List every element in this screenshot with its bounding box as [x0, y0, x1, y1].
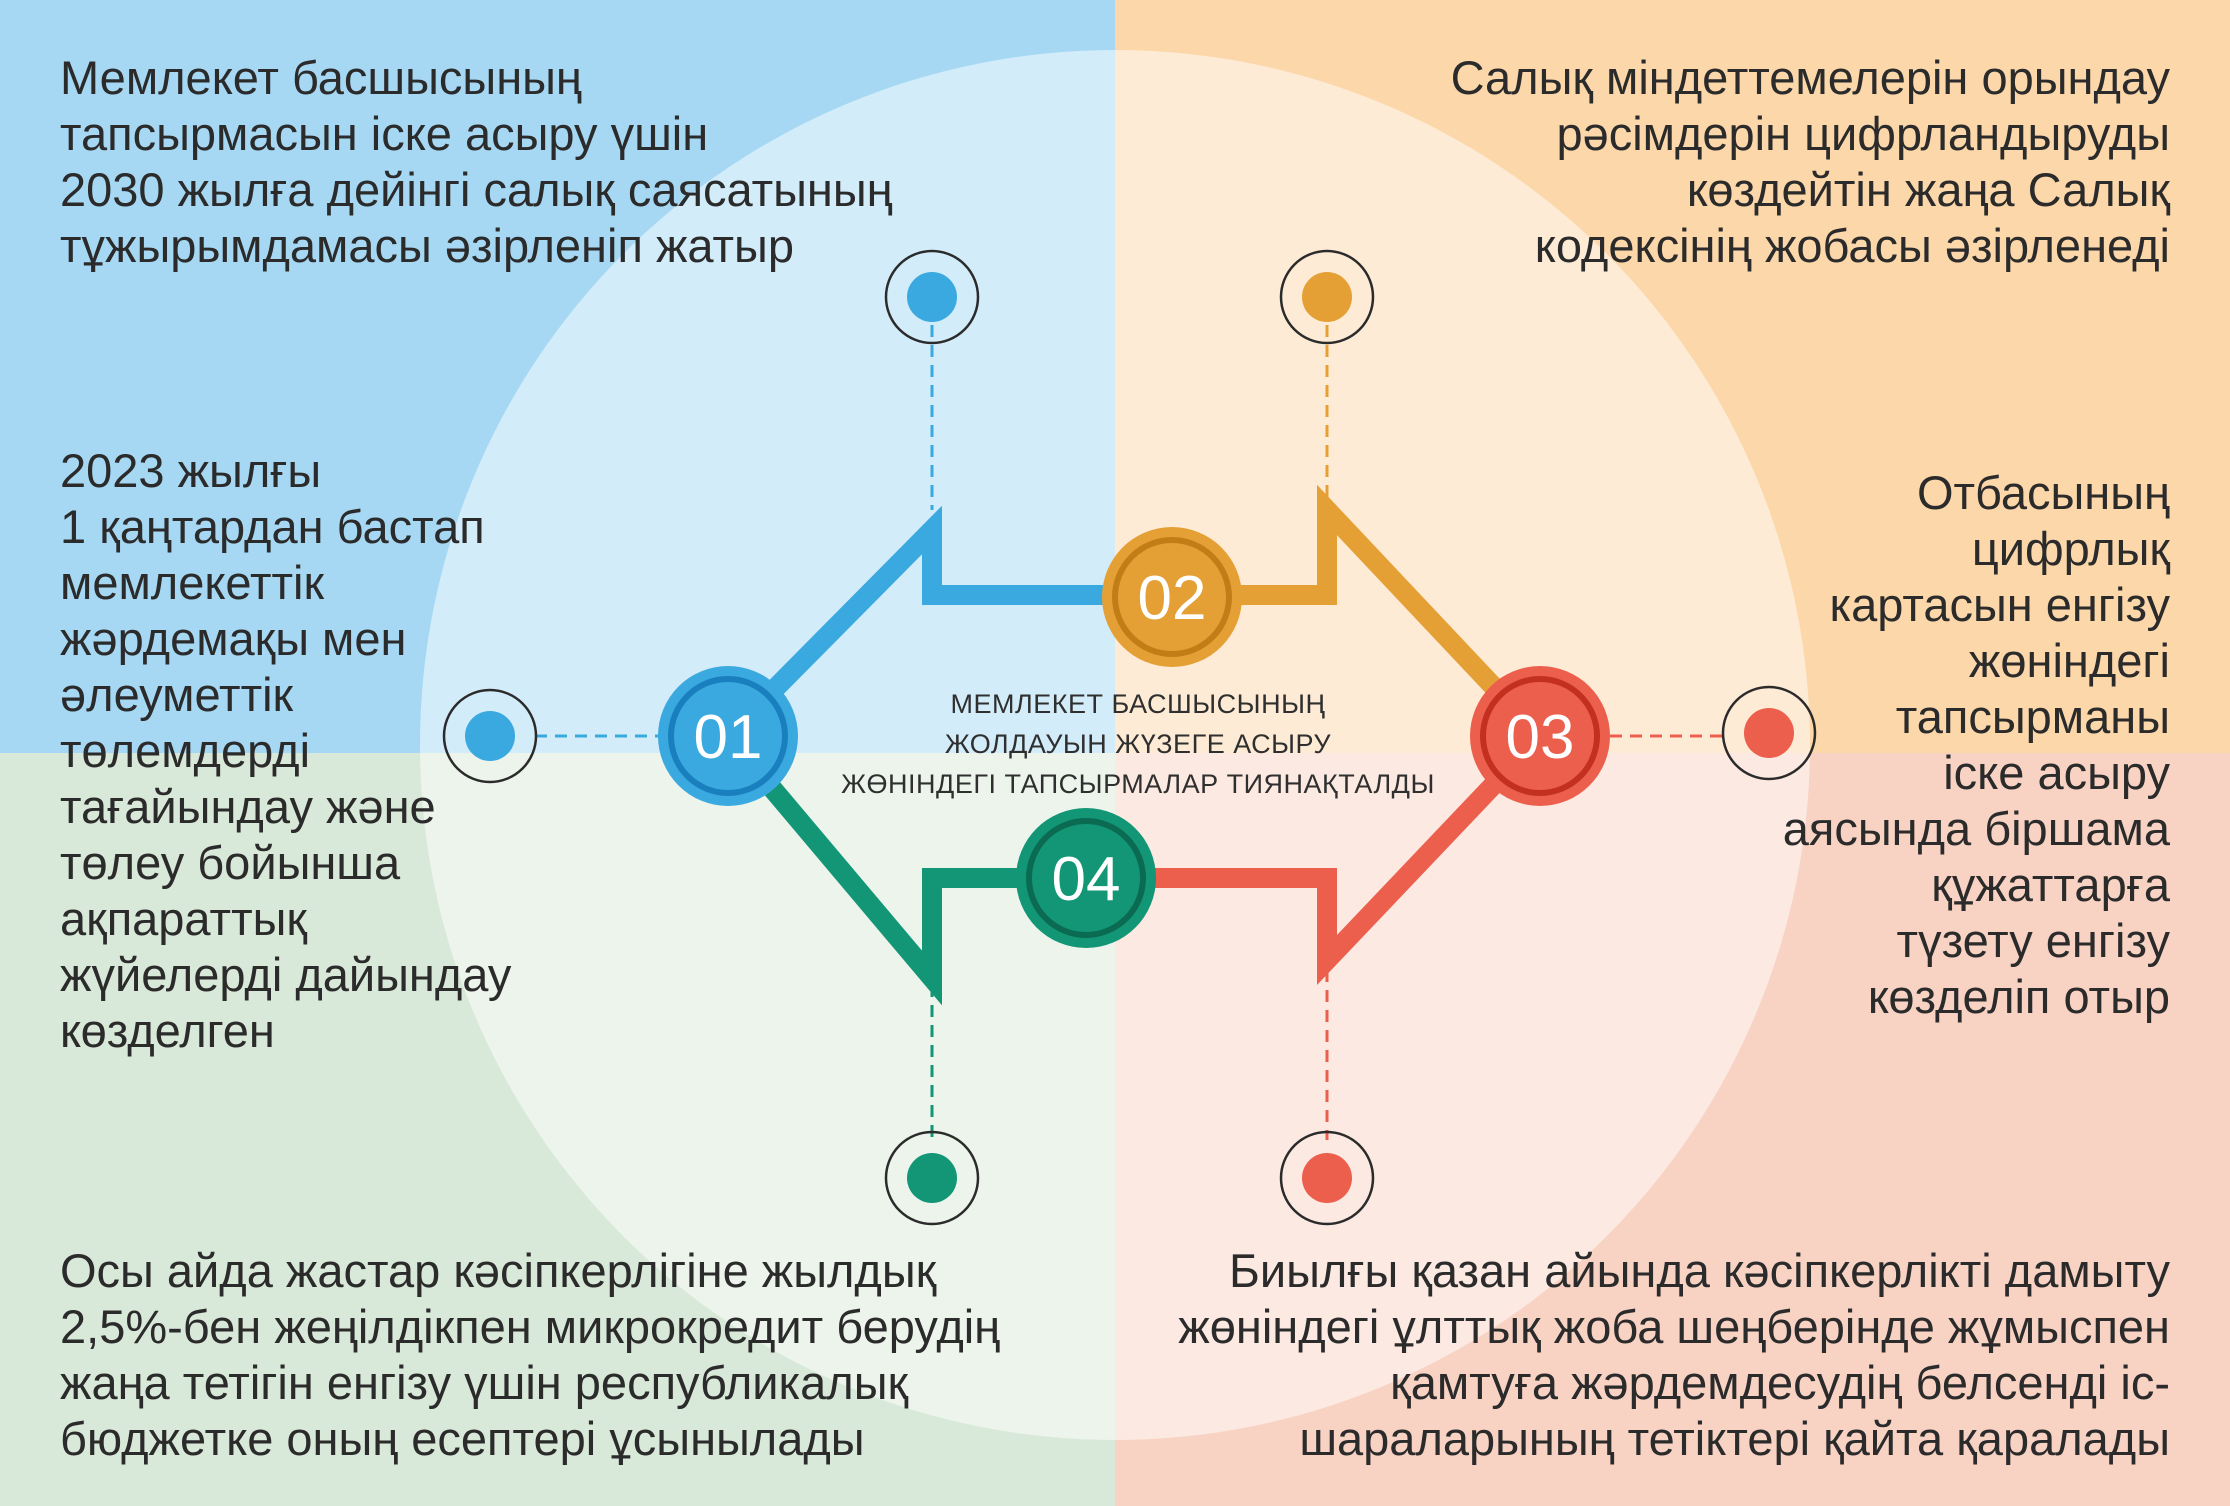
text-line: қамтуға жәрдемдесудің белсенді іс- [1390, 1356, 2170, 1409]
step-node-02: 02 [1102, 527, 1242, 667]
center-caption-line-3: ЖӨНІНДЕГІ ТАПСЫРМАЛАР ТИЯНАҚТАЛДЫ [841, 769, 1435, 799]
step-number-04: 04 [1052, 845, 1121, 914]
text-line: тағайындау және [60, 780, 436, 833]
text-line: Биылғы қазан айында кәсіпкерлікті дамыту [1229, 1244, 2170, 1297]
text-line: төлемдерді [60, 724, 311, 777]
text-line: түзету енгізу [1896, 914, 2170, 967]
text-block-middle-left: 2023 жылғы 1 қаңтардан бастап мемлекетті… [60, 443, 511, 1059]
center-caption: МЕМЛЕКЕТ БАСШЫСЫНЫҢ ЖОЛДАУЫН ЖҮЗЕГЕ АСЫР… [841, 689, 1435, 799]
text-line: шараларының тетіктері қайта қаралады [1299, 1412, 2170, 1465]
text-line: 1 қаңтардан бастап [60, 500, 485, 553]
marker-blue-top [884, 249, 980, 345]
marker-blue-left [442, 688, 538, 784]
text-line: Отбасының [1916, 466, 2170, 519]
text-line: Осы айда жастар кәсіпкерлігіне жылдық [60, 1244, 937, 1297]
marker-red-bottom [1279, 1130, 1375, 1226]
text-line: төлеу бойынша [60, 836, 401, 889]
step-node-01: 01 [658, 666, 798, 806]
text-line: кодексінің жобасы әзірленеді [1534, 219, 2170, 272]
step-node-04: 04 [1016, 808, 1156, 948]
text-line: көздейтін жаңа Салық [1686, 163, 2170, 216]
step-number-03: 03 [1506, 703, 1575, 772]
connector-green [720, 729, 1086, 1006]
marker-green-bottom [884, 1130, 980, 1226]
text-block-top-left: Мемлекет басшысының тапсырмасын іске асы… [60, 50, 893, 274]
step-node-03: 03 [1470, 666, 1610, 806]
text-line: жөніндегі ұлттық жоба шеңберінде жұмыспе… [1178, 1300, 2170, 1353]
text-line: 2,5%-бен жеңілдікпен микрокредит берудің [60, 1300, 1001, 1353]
text-line: іске асыру [1943, 746, 2170, 799]
text-line: жаңа тетігін енгізу үшін республикалық [60, 1356, 909, 1409]
connector-blue [720, 505, 1170, 744]
text-line: әлеуметтік [60, 668, 294, 721]
text-line: 2023 жылғы [60, 444, 322, 497]
text-line: тапсырманы [1895, 690, 2170, 743]
text-line: картасын енгізу [1829, 578, 2170, 631]
text-block-bottom-left: Осы айда жастар кәсіпкерлігіне жылдық 2,… [60, 1243, 1000, 1467]
text-line: Салық міндеттемелерін орындау [1450, 51, 2170, 104]
text-line: рәсімдерін цифрландыруды [1556, 107, 2170, 160]
step-number-01: 01 [694, 703, 763, 772]
text-block-top-right: Салық міндеттемелерін орындау рәсімдерін… [1451, 50, 2170, 274]
text-line: Мемлекет басшысының [60, 51, 582, 104]
text-line: жәрдемақы мен [60, 612, 407, 665]
text-line: жүйелерді дайындау [60, 948, 512, 1001]
marker-orange-top [1279, 249, 1375, 345]
center-light-circle [420, 50, 1810, 1440]
connector-orange [1172, 484, 1548, 743]
text-line: тапсырмасын іске асыру үшін [60, 107, 709, 160]
text-line: бюджетке оның есептері ұсынылады [60, 1412, 865, 1465]
text-line: құжаттарға [1931, 858, 2170, 911]
connector-red [1086, 729, 1548, 986]
text-block-bottom-right: Биылғы қазан айында кәсіпкерлікті дамыту… [1178, 1243, 2170, 1467]
text-line: көзделіп отыр [1867, 970, 2170, 1023]
text-block-middle-right: Отбасының цифрлық картасын енгізу жөнінд… [1783, 465, 2170, 1025]
text-line: мемлекеттік [60, 556, 325, 609]
step-number-02: 02 [1138, 564, 1207, 633]
marker-red-right [1721, 685, 1817, 781]
text-line: ақпараттық [60, 892, 307, 945]
center-caption-line-2: ЖОЛДАУЫН ЖҮЗЕГЕ АСЫРУ [945, 729, 1332, 759]
center-caption-line-1: МЕМЛЕКЕТ БАСШЫСЫНЫҢ [951, 689, 1326, 719]
text-line: көзделген [60, 1004, 275, 1057]
text-line: тұжырымдамасы әзірленіп жатыр [60, 219, 794, 272]
text-line: аясында біршама [1782, 802, 2170, 855]
text-line: 2030 жылға дейінгі салық саясатының [60, 163, 893, 216]
text-line: цифрлық [1971, 522, 2170, 575]
text-line: жөніндегі [1968, 634, 2170, 687]
